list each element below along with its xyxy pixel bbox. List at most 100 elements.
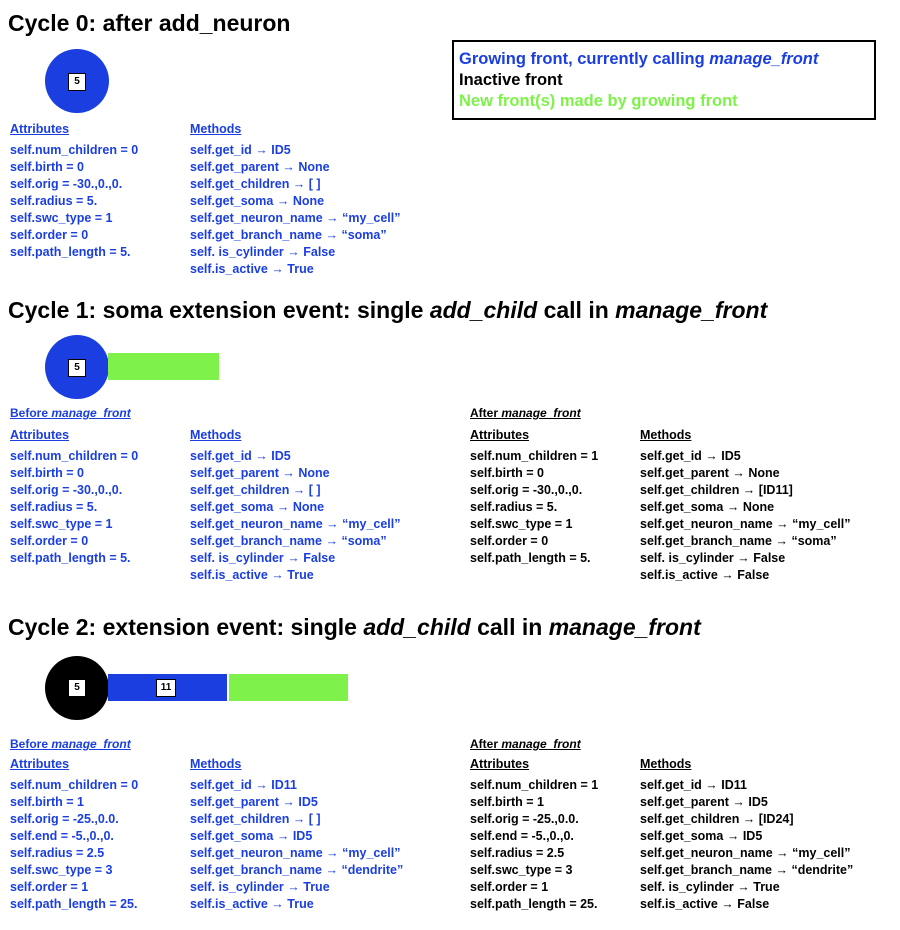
property-line: self.get_id → ID11 [640, 778, 747, 792]
property-line: self.get_soma → ID5 [640, 829, 763, 843]
property-line: self.get_id → ID5 [640, 449, 741, 463]
property-line: self.order = 1 [470, 880, 549, 894]
property-line: self.get_parent → ID5 [640, 795, 768, 809]
cycle0-title: Cycle 0: after add_neuron [8, 10, 291, 36]
property-line: self.orig = -30.,0.,0. [470, 483, 583, 497]
property-line: self.get_branch_name → “soma” [640, 534, 837, 548]
property-line: self.swc_type = 1 [470, 517, 573, 531]
soma-id-label: 5 [68, 73, 86, 91]
property-line: self.get_parent → None [190, 466, 330, 480]
new-front-dendrite [229, 674, 348, 701]
cycle1-after-attributes: Attributes self.num_children = 1 self.birt… [470, 427, 598, 567]
column-header: Methods [190, 428, 242, 442]
column-header: Attributes [10, 428, 70, 442]
property-line: self.path_length = 5. [10, 551, 131, 565]
column-header: Attributes [470, 757, 530, 771]
property-line: self.num_children = 0 [10, 449, 139, 463]
property-line: self.birth = 1 [10, 795, 84, 809]
property-line: self.get_children → [ ] [190, 483, 321, 497]
cycle2-before-attributes: Attributes self.num_children = 0 self.birt… [10, 756, 138, 913]
column-header: Methods [190, 757, 242, 771]
property-line: self.get_children → [ID11] [640, 483, 793, 497]
property-line: self.get_branch_name → “dendrite” [640, 863, 854, 877]
property-line: self.order = 0 [10, 228, 89, 242]
property-line: self.radius = 5. [470, 500, 558, 514]
legend-growing: Growing front, currently calling manage_… [459, 50, 819, 68]
column-header: Attributes [470, 428, 530, 442]
property-line: self.get_branch_name → “soma” [190, 534, 387, 548]
property-line: self.num_children = 0 [10, 143, 139, 157]
property-line: self.swc_type = 1 [10, 211, 113, 225]
dendrite-id-label: 11 [156, 679, 176, 697]
property-line: self.birth = 0 [10, 160, 84, 174]
property-line: self.birth = 0 [10, 466, 84, 480]
property-line: self.birth = 0 [470, 466, 544, 480]
cycle2-title: Cycle 2: extension event: single add_chi… [8, 614, 701, 640]
cycle2-before-label: Before manage_front [10, 737, 131, 751]
property-line: self.get_soma → None [640, 500, 775, 514]
cycle2-after-label: After manage_front [470, 737, 581, 751]
property-line: self.is_active → True [190, 897, 314, 911]
cycle2-after-methods: Methods self.get_id → ID11 self.get_parent… [640, 756, 853, 913]
property-line: self.get_soma → ID5 [190, 829, 313, 843]
cycle1-before-methods: Methods self.get_id → ID5 self.get_parent … [190, 427, 401, 584]
legend-new: New front(s) made by growing front [459, 92, 738, 110]
property-line: self.order = 0 [470, 534, 549, 548]
property-line: self.swc_type = 1 [10, 517, 113, 531]
cycle1-after-label: After manage_front [470, 406, 581, 420]
property-line: self.is_active → True [190, 568, 314, 582]
property-line: self.get_branch_name → “soma” [190, 228, 387, 242]
cycle1-before-attributes: Attributes self.num_children = 0 self.birt… [10, 427, 138, 567]
property-line: self.orig = -25.,0.0. [10, 812, 119, 826]
property-line: self. is_cylinder → True [190, 880, 330, 894]
property-line: self.birth = 1 [470, 795, 544, 809]
property-line: self.end = -5.,0.,0. [10, 829, 114, 843]
property-line: self.swc_type = 3 [470, 863, 573, 877]
soma-id-label: 5 [68, 359, 86, 377]
cycle1-after-methods: Methods self.get_id → ID5 self.get_parent … [640, 427, 851, 584]
property-line: self.num_children = 1 [470, 449, 599, 463]
property-line: self. is_cylinder → True [640, 880, 780, 894]
column-header: Methods [640, 757, 692, 771]
property-line: self.get_id → ID5 [190, 449, 291, 463]
property-line: self.swc_type = 3 [10, 863, 113, 877]
property-line: self.num_children = 0 [10, 778, 139, 792]
property-line: self.path_length = 5. [10, 245, 131, 259]
cycle2-after-attributes: Attributes self.num_children = 1 self.birt… [470, 756, 598, 913]
property-line: self. is_cylinder → False [190, 551, 336, 565]
property-line: self.get_neuron_name → “my_cell” [190, 846, 401, 860]
property-line: self.path_length = 25. [470, 897, 598, 911]
property-line: self.orig = -25.,0.0. [470, 812, 579, 826]
column-header: Methods [640, 428, 692, 442]
property-line: self.get_children → [ ] [190, 177, 321, 191]
cycle2-before-methods: Methods self.get_id → ID11 self.get_parent… [190, 756, 403, 913]
column-header: Attributes [10, 757, 70, 771]
property-line: self.get_id → ID11 [190, 778, 297, 792]
property-line: self.radius = 5. [10, 500, 98, 514]
property-line: self.num_children = 1 [470, 778, 599, 792]
cycle1-before-label: Before manage_front [10, 406, 131, 420]
property-line: self. is_cylinder → False [640, 551, 786, 565]
legend-inactive: Inactive front [459, 71, 563, 89]
property-line: self.is_active → False [640, 568, 770, 582]
property-line: self.get_neuron_name → “my_cell” [190, 517, 401, 531]
property-line: self.order = 1 [10, 880, 89, 894]
property-line: self.get_id → ID5 [190, 143, 291, 157]
property-line: self.is_active → True [190, 262, 314, 276]
property-line: self.get_soma → None [190, 194, 325, 208]
property-line: self.get_neuron_name → “my_cell” [640, 846, 851, 860]
cycle1-title: Cycle 1: soma extension event: single ad… [8, 297, 768, 323]
property-line: self.get_parent → ID5 [190, 795, 318, 809]
property-line: self.radius = 2.5 [470, 846, 565, 860]
property-line: self.get_branch_name → “dendrite” [190, 863, 404, 877]
column-header: Methods [190, 122, 242, 136]
property-line: self.orig = -30.,0.,0. [10, 177, 123, 191]
property-line: self. is_cylinder → False [190, 245, 336, 259]
property-line: self.radius = 2.5 [10, 846, 105, 860]
soma-id-label: 5 [68, 679, 86, 697]
property-line: self.get_parent → None [640, 466, 780, 480]
property-line: self.end = -5.,0.,0. [470, 829, 574, 843]
property-line: self.is_active → False [640, 897, 770, 911]
